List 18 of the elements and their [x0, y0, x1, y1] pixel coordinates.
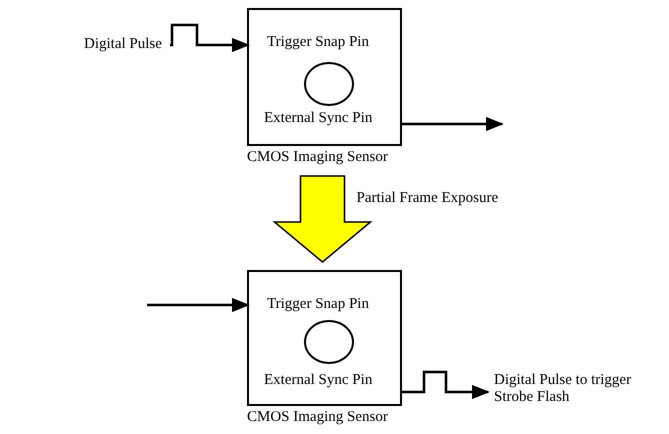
sensor-box	[247, 270, 402, 406]
signal-label: Digital Pulse	[84, 36, 168, 54]
sensor-box	[247, 8, 402, 146]
pin-label: Trigger Snap Pin	[267, 296, 369, 314]
sensor-label: CMOS Imaging Sensor	[247, 409, 388, 426]
signal-arrow	[401, 116, 504, 132]
circle-symbol	[304, 320, 354, 364]
signal-arrow	[401, 370, 490, 400]
block-arrow	[272, 175, 373, 263]
sensor-label: CMOS Imaging Sensor	[247, 149, 388, 166]
signal-label: Digital Pulse to trigger Strobe Flash	[494, 372, 664, 412]
circle-symbol	[304, 62, 354, 106]
edge-label: Partial Frame Exposure	[356, 190, 498, 208]
pin-label: Trigger Snap Pin	[267, 34, 369, 52]
signal-arrow	[170, 24, 250, 52]
pin-label: External Sync Pin	[264, 372, 372, 390]
pin-label: External Sync Pin	[264, 110, 372, 128]
signal-arrow	[147, 298, 250, 312]
